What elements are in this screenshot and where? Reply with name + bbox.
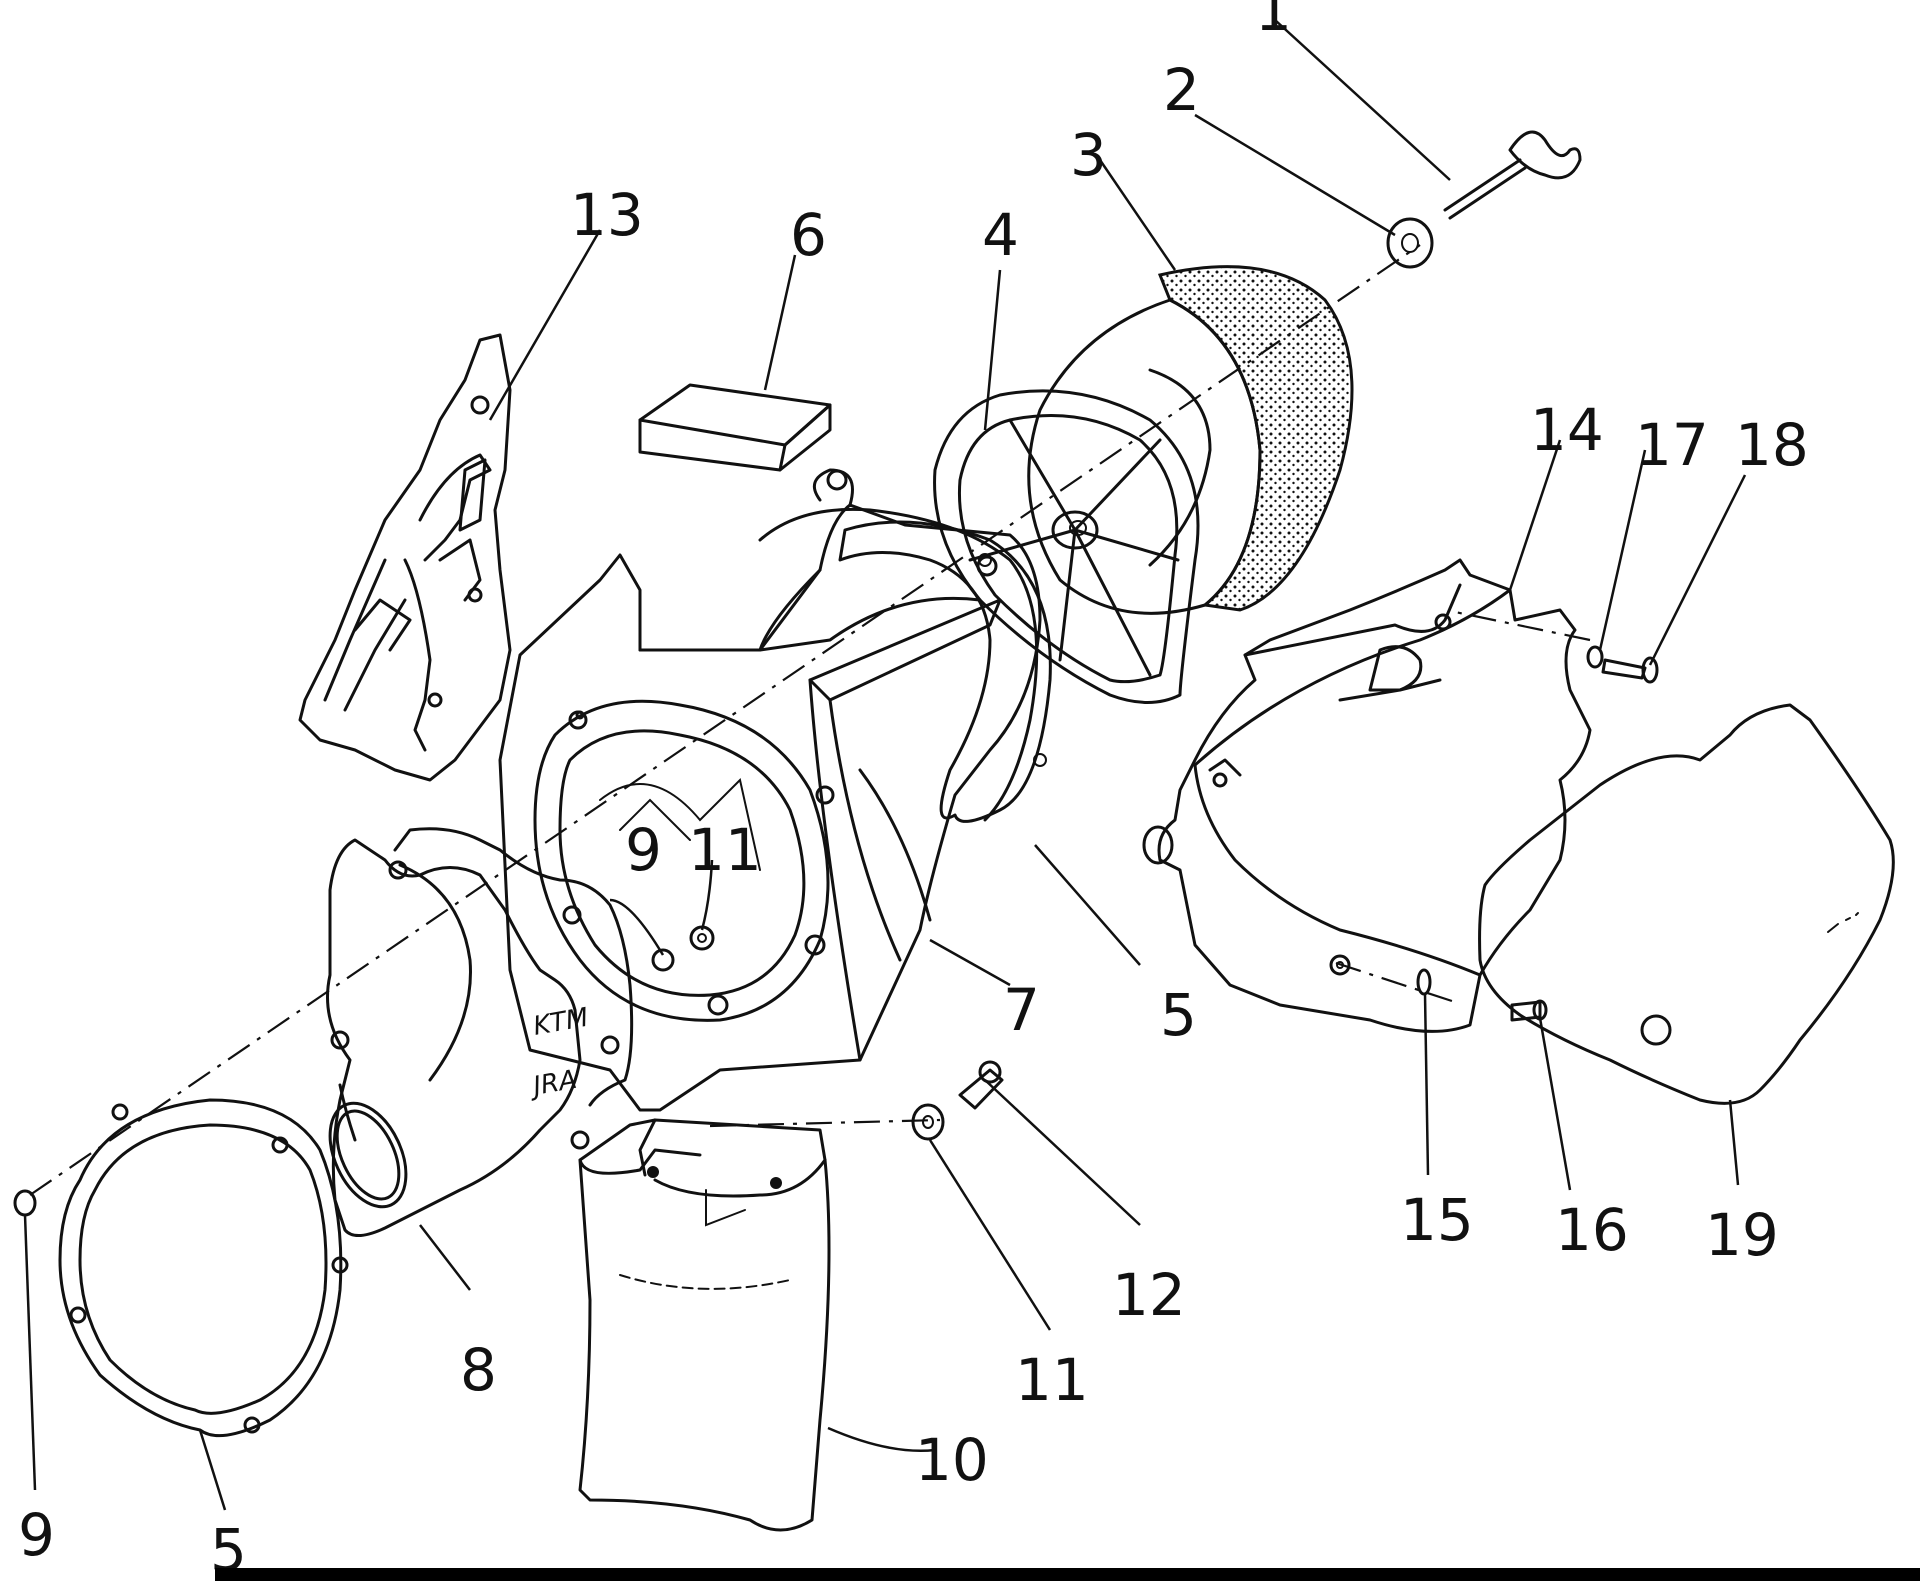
- leader-lines: [23, 19, 1747, 1511]
- filter-cage-part: [933, 389, 1200, 704]
- intake-boot-part: KTM JRA: [326, 827, 634, 1237]
- callout-8: 8: [460, 1336, 497, 1404]
- callout-7: 7: [1003, 976, 1040, 1044]
- callout-11-upper: 11: [688, 816, 762, 884]
- screw-16-part: [1510, 999, 1548, 1022]
- callout-3: 3: [1070, 121, 1107, 189]
- side-bracket-part: [298, 333, 512, 782]
- embossed-mark-line2: JRA: [526, 1065, 579, 1103]
- callout-17: 17: [1635, 411, 1709, 479]
- callout-11-lower: 11: [1015, 1346, 1089, 1414]
- washer-part: [1386, 217, 1434, 269]
- callout-2: 2: [1163, 56, 1200, 124]
- callout-labels: 1 2 3 4 5 5 6 7 8 9 9 10 11 11 12 13 14 …: [18, 0, 1809, 1581]
- screw-18-part: [1601, 656, 1659, 684]
- callout-16: 16: [1555, 1196, 1629, 1264]
- scan-border-line: [215, 1568, 1920, 1581]
- callout-15: 15: [1400, 1186, 1474, 1254]
- callout-19: 19: [1705, 1201, 1779, 1269]
- callout-18: 18: [1735, 411, 1809, 479]
- callout-14: 14: [1530, 396, 1604, 464]
- callout-13: 13: [570, 181, 644, 249]
- callout-6: 6: [790, 201, 827, 269]
- spacer-part: [1416, 968, 1432, 996]
- callout-9-upper: 9: [625, 816, 662, 884]
- gasket-ring-upper-part: [838, 520, 1052, 823]
- gasket-ring-lower-part: [58, 1098, 349, 1438]
- foam-block-part: [638, 383, 832, 472]
- airbox-housing-part: [498, 468, 1042, 1112]
- callout-4: 4: [982, 201, 1019, 269]
- air-filter-element-part: [1027, 265, 1354, 615]
- callout-1: 1: [1255, 0, 1292, 44]
- washer-17-part: [1586, 645, 1604, 669]
- wing-bolt-part: [1443, 130, 1582, 220]
- callout-5-upper: 5: [1160, 981, 1197, 1049]
- lower-duct-part: [578, 1118, 831, 1532]
- embossed-mark-line1: KTM: [531, 1003, 591, 1042]
- callout-12: 12: [1112, 1261, 1186, 1329]
- callout-9-lower: 9: [18, 1501, 55, 1569]
- nut-lower-part: [13, 1189, 37, 1217]
- right-side-cover-part: [1142, 558, 1592, 1033]
- washer-screw-set-part: [911, 1060, 1004, 1141]
- callout-10: 10: [915, 1426, 989, 1494]
- side-panel-19-part: [1478, 703, 1895, 1105]
